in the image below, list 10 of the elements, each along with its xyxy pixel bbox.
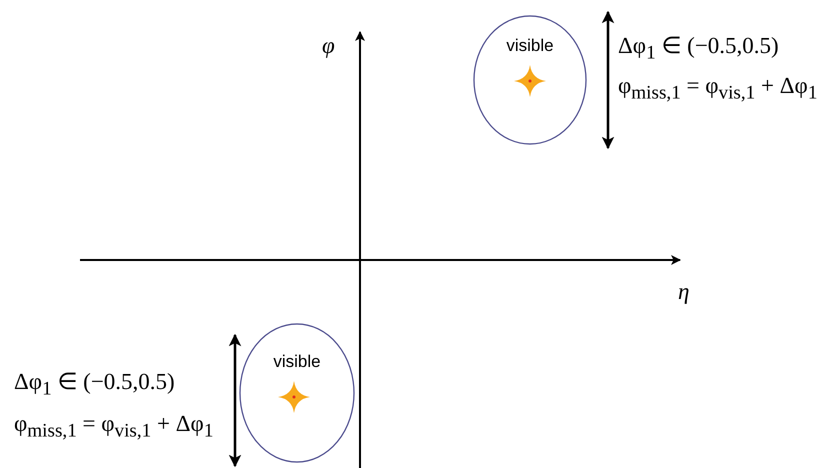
region-circle [473,15,587,145]
equation: Δφ$_{1}$ ∈ (−0.5,0.5) [14,370,175,399]
equation: φ$_{miss,1}$ = φ$_{vis,1}$ + Δφ$_{1}$ [14,412,214,441]
axis-label: φ [322,34,335,57]
region-label: visible [505,37,555,54]
equation: Δφ$_{1}$ ∈ (−0.5,0.5) [618,34,779,63]
equation: φ$_{miss,1}$ = φ$_{vis,1}$ + Δφ$_{1}$ [618,74,818,103]
region-label: visible [272,353,322,370]
axis-label: η [678,280,690,303]
region-circle [239,323,355,463]
